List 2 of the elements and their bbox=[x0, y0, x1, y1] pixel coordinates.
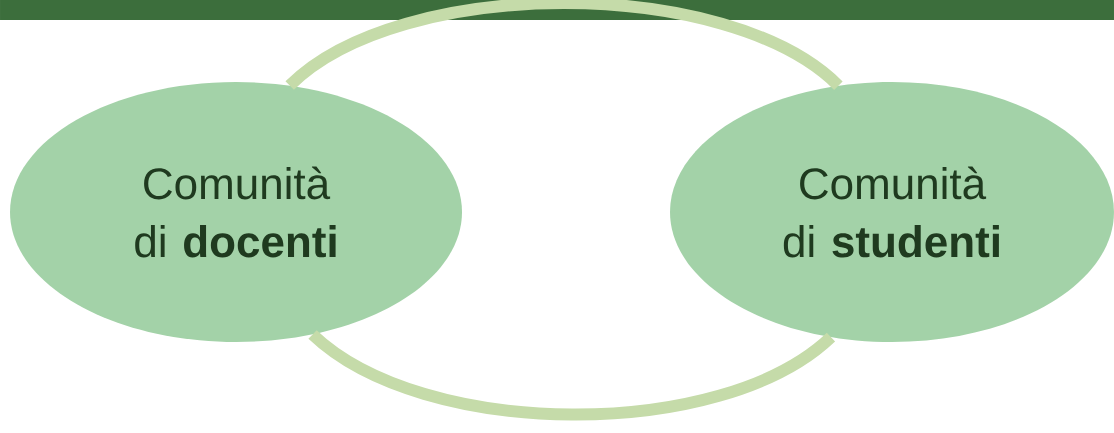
connecting-arc bbox=[308, 329, 835, 421]
connecting-arc bbox=[285, 0, 843, 91]
